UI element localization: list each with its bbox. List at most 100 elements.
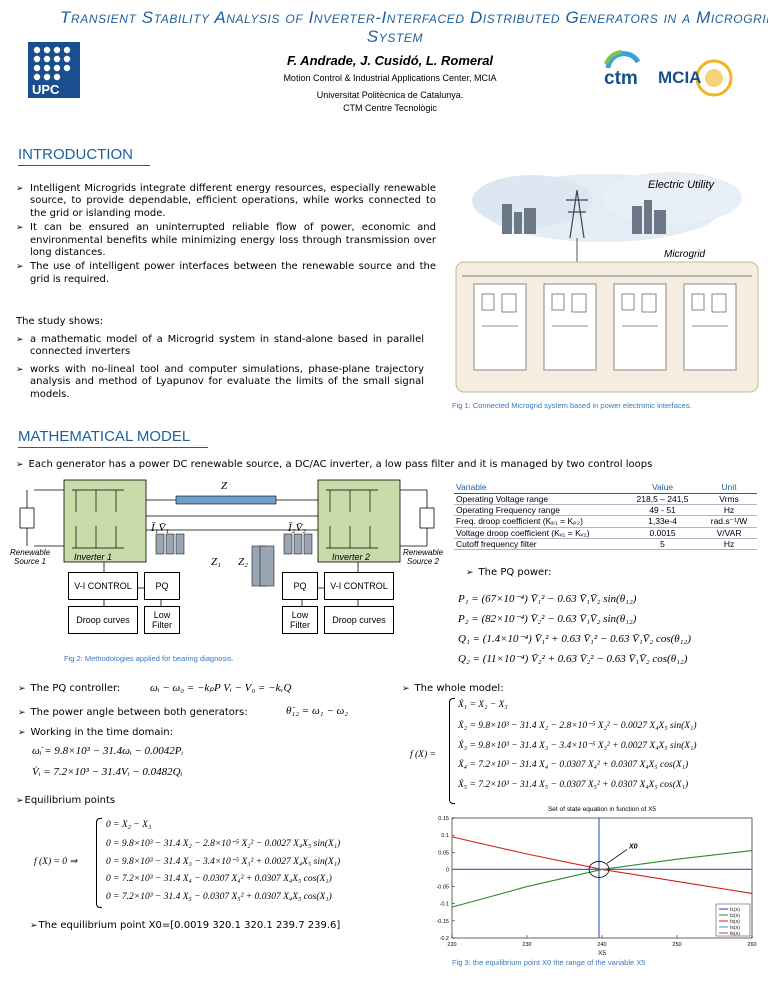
fig2-right-filter: Low Filter xyxy=(282,606,318,634)
fig1-label-electric-utility: Electric Utility xyxy=(648,179,715,191)
table-cell-value: 5 xyxy=(624,538,702,550)
equilibrium-point-bullet: ➢The equilibrium point X0=[0.0019 320.1 … xyxy=(30,920,340,931)
whole-model-prefix: f (X) = xyxy=(410,750,436,760)
pq-power-label: The PQ power: xyxy=(478,567,552,578)
y-tick-label: 0.15 xyxy=(438,816,449,822)
fig2-label-i1v1: Ī₁V̄₁ xyxy=(151,522,170,534)
power-angle-label: The power angle between both generators: xyxy=(30,707,248,718)
equilibrium-eq-5: 0 = 7.2×10³ − 31.4 X₅ − 0.0307 X₅² + 0.0… xyxy=(106,892,332,902)
fig1-drawing xyxy=(455,172,759,393)
introduction-rule xyxy=(18,165,150,166)
bullet-arrow-icon: ➢ xyxy=(18,708,26,718)
upc-logo-mark xyxy=(33,46,71,81)
whole-model-bullet: ➢The whole model: xyxy=(402,683,504,694)
table-cell-value: 1,33e-4 xyxy=(624,515,702,528)
study-label: The study shows: xyxy=(16,316,104,327)
pq-equation-4: Q₂ = (11×10⁻⁴) V̄₂² + 0.63 V̄₂² − 0.63 V… xyxy=(458,653,688,665)
y-tick-label: -0.05 xyxy=(436,885,449,891)
table-header-unit: Unit xyxy=(701,482,757,494)
table-row: Operating Voltage range 218,5 – 241,5 Vr… xyxy=(454,493,757,505)
pq-equation-2: P₂ = (82×10⁻⁴) V̄₂² − 0.63 V̄₁V̄₂ sin(θ₁… xyxy=(458,613,637,625)
poster-title-line-1: Transient Stability Analysis of Inverter… xyxy=(60,8,768,27)
bullet-arrow-icon: ➢ xyxy=(466,568,474,578)
equilibrium-eq-2: 0 = 9.8×10³ − 31.4 X₂ − 2.8×10⁻⁵ X₂² − 0… xyxy=(106,839,341,849)
fig2-label-z1: Z₁ xyxy=(211,556,221,568)
annotation-arrow xyxy=(606,849,628,864)
table-cell-unit: rad.s⁻¹/W xyxy=(701,515,757,528)
table-cell-variable: Operating Frequency range xyxy=(454,504,624,516)
bullet-arrow-icon: ➢ xyxy=(16,460,24,470)
fig3-chart-svg: Set of state equation in function of X5X… xyxy=(436,806,756,957)
x-tick-label: 220 xyxy=(447,942,456,948)
pq-controller-bullet: ➢The PQ controller: xyxy=(18,683,120,694)
equilibrium-marker-circle xyxy=(588,861,610,878)
poster-title-line-2: System xyxy=(366,27,424,46)
equilibrium-label: Equilibrium points xyxy=(24,795,116,806)
math-model-heading: MATHEMATICAL MODEL xyxy=(18,428,191,445)
fig1-caption: Fig 1: Connected Microgrid system based … xyxy=(452,401,692,410)
power-angle-equation: θ̇₁₂ = ω₁ − ω₂ xyxy=(286,705,349,717)
fig2-right-droop: Droop curves xyxy=(324,606,394,634)
table-cell-unit: Hz xyxy=(701,538,757,550)
mcia-logo-text: MCIA xyxy=(658,68,702,87)
table-header-value: Value xyxy=(624,482,702,494)
fig2-left-vi-control: V-I CONTROL xyxy=(68,572,138,600)
fig2-left-filter: Low Filter xyxy=(144,606,180,634)
legend-entry: f2(X) xyxy=(730,913,740,918)
table-cell-variable: Voltage droop coefficient (Kᵥ₁ = Kᵥ₂) xyxy=(454,527,624,539)
table-cell-variable: Cutoff frequency filter xyxy=(454,538,624,550)
affiliation-2: Universitat Politècnica de Catalunya. xyxy=(316,90,464,100)
whole-model-eq-3: Ẋ₃ = 9.8×10³ − 31.4 X₃ − 3.4×10⁻⁵ X₃² + … xyxy=(458,741,697,751)
intro-bullet-3: The use of intelligent power interfaces … xyxy=(16,261,436,286)
whole-model-brace xyxy=(449,698,455,804)
table-cell-unit: Vrms xyxy=(701,493,757,505)
table-cell-variable: Freq. droop coefficient (Kₚ₁ = Kₚ₂) xyxy=(454,515,624,528)
legend-entry: f3(X) xyxy=(730,919,740,924)
mcia-logo-mark xyxy=(695,59,733,97)
equilibrium-point-text: The equilibrium point X0=[0.0019 320.1 3… xyxy=(38,920,341,931)
time-domain-equation-1: ω̇ᵢ = 9.8×10³ − 31.4ωᵢ − 0.0042Pᵢ xyxy=(32,745,184,757)
fig2-source2-label: Renewable Source 2 xyxy=(402,548,444,566)
x-tick-label: 260 xyxy=(747,942,756,948)
introduction-bullets: Intelligent Microgrids integrate differe… xyxy=(16,183,436,288)
equilibrium-bullet: ➢Equilibrium points xyxy=(16,795,115,806)
pq-equation-3: Q₁ = (1.4×10⁻⁴) V̄₁² + 0.63 V̄₁² − 0.63 … xyxy=(458,633,691,645)
fig2-left-droop: Droop curves xyxy=(68,606,138,634)
pq-controller-label: The PQ controller: xyxy=(30,683,121,694)
upc-logo-text: UPC xyxy=(32,82,60,97)
table-header-row: Variable Value Unit xyxy=(454,482,757,494)
affiliation-3: CTM Centre Tecnològic xyxy=(343,103,437,113)
bullet-arrow-icon: ➢ xyxy=(30,921,38,931)
legend-entry: f4(X) xyxy=(730,925,740,930)
equilibrium-brace xyxy=(96,818,102,908)
y-tick-label: 0 xyxy=(446,867,449,873)
study-bullets: a mathematic model of a Microgrid system… xyxy=(16,334,424,403)
equilibrium-eq-1: 0 = X₂ − X₃ xyxy=(106,820,152,830)
fig2-left-pq: PQ xyxy=(144,572,180,600)
table-header-variable: Variable xyxy=(454,482,624,494)
legend-entry: f5(X) xyxy=(730,931,740,936)
math-model-rule xyxy=(18,447,208,448)
y-tick-label: 0.05 xyxy=(438,850,449,856)
math-intro-text: Each generator has a power DC renewable … xyxy=(28,459,653,470)
pq-equation-1: P₁ = (67×10⁻⁴) V̄₁² − 0.63 V̄₁V̄₂ sin(θ₁… xyxy=(458,593,637,605)
intro-bullet-1: Intelligent Microgrids integrate differe… xyxy=(16,183,436,220)
introduction-heading: INTRODUCTION xyxy=(18,146,133,163)
fig2-right-vi-control: V-I CONTROL xyxy=(324,572,394,600)
fig2-right-pq: PQ xyxy=(282,572,318,600)
study-bullet-1: a mathematic model of a Microgrid system… xyxy=(16,334,424,359)
y-tick-label: -0.2 xyxy=(440,936,449,942)
table-cell-value: 218,5 – 241,5 xyxy=(624,493,702,505)
fig2-inverter2-label: Inverter 2 xyxy=(332,552,371,562)
y-tick-label: 0.1 xyxy=(441,833,449,839)
fig1-label-microgrid: Microgrid xyxy=(664,249,706,260)
power-angle-bullet: ➢ The power angle between both generators… xyxy=(18,707,248,718)
bullet-arrow-icon: ➢ xyxy=(16,796,24,806)
pq-power-bullet: ➢ The PQ power: xyxy=(466,567,552,578)
x-tick-label: 240 xyxy=(597,942,606,948)
x-tick-label: 250 xyxy=(672,942,681,948)
x-axis-label: X5 xyxy=(598,950,606,957)
plot-area xyxy=(451,817,753,939)
table-row: Voltage droop coefficient (Kᵥ₁ = Kᵥ₂) 0.… xyxy=(454,527,757,539)
table-cell-variable: Operating Voltage range xyxy=(454,493,624,505)
